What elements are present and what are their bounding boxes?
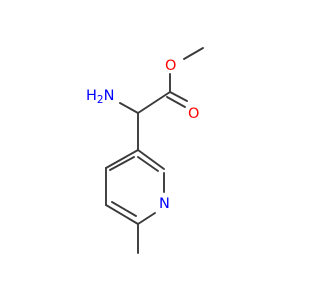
bond-ring-c5-c6-inner [111, 201, 137, 217]
bond-carbonyl-double-b [166, 96, 186, 108]
bond-ring-c3-c4 [105, 149, 139, 169]
bond-alpha-amine [119, 102, 139, 114]
bond-ring-c3-c4-inner [109, 156, 135, 171]
ether-oxygen-label: O [165, 58, 176, 74]
bond-ring-c5-c6 [105, 204, 139, 225]
carbonyl-oxygen-label: O [188, 106, 199, 122]
bond-ring-c6-n [137, 212, 156, 225]
bond-carbonyl-double-a [169, 91, 188, 102]
amino-nitrogen-label: H2N [86, 88, 114, 106]
bond-ring-c2-c3 [137, 149, 165, 170]
ring-nitrogen-label: N [159, 196, 170, 212]
bond-carbonyl-alpha [137, 91, 171, 114]
bond-ring-c2-c3-inner [137, 156, 159, 172]
bond-methyl-o [183, 47, 204, 60]
molecule-structure: O O H2N N [86, 47, 204, 254]
